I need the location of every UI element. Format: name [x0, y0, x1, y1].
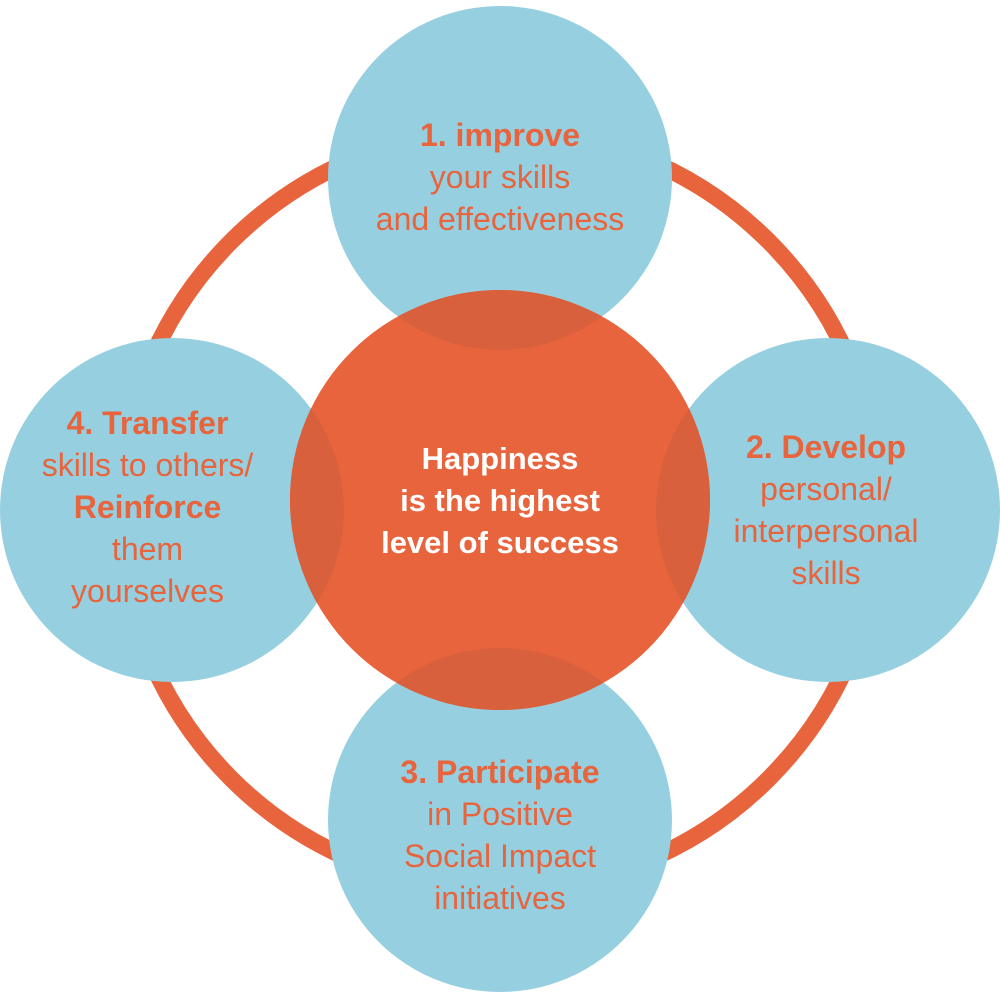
circle-top [328, 6, 672, 350]
circle-center [290, 290, 710, 710]
bottom-title: 3. Participate [400, 754, 600, 790]
left-title: 4. Transfer [66, 405, 229, 441]
left-line-3: yourselves [71, 573, 224, 609]
top-line-1: your skills [429, 159, 571, 195]
circle-right [656, 338, 1000, 682]
circle-bottom [328, 648, 672, 992]
bottom-circle-text: 3. Participate in Positive Social Impact… [360, 751, 640, 919]
top-circle-text: 1. improve your skills and effectiveness [340, 114, 660, 240]
left-bold-line: Reinforce [73, 489, 222, 525]
right-line-2: interpersonal [733, 513, 919, 549]
right-circle-text: 2. Develop personal/ interpersonal skill… [706, 426, 946, 594]
center-line-3: level of success [381, 525, 619, 560]
right-title: 2. Develop [745, 429, 907, 465]
circle-left [0, 338, 344, 682]
right-line-3: skills [791, 555, 861, 591]
bottom-line-3: initiatives [434, 880, 566, 916]
left-circle-text: 4. Transfer skills to others/ Reinforce … [10, 402, 285, 612]
top-line-2: and effectiveness [375, 201, 625, 237]
center-line-1: Happiness [421, 441, 579, 476]
center-circle-text: Happiness is the highest level of succes… [340, 438, 660, 564]
top-title: 1. improve [419, 117, 581, 153]
left-line-2: them [111, 531, 184, 567]
bottom-line-1: in Positive [427, 796, 573, 832]
bottom-line-2: Social Impact [403, 838, 597, 874]
center-line-2: is the highest [400, 483, 600, 518]
right-line-1: personal/ [760, 471, 892, 507]
left-line-1: skills to others/ [41, 447, 254, 483]
